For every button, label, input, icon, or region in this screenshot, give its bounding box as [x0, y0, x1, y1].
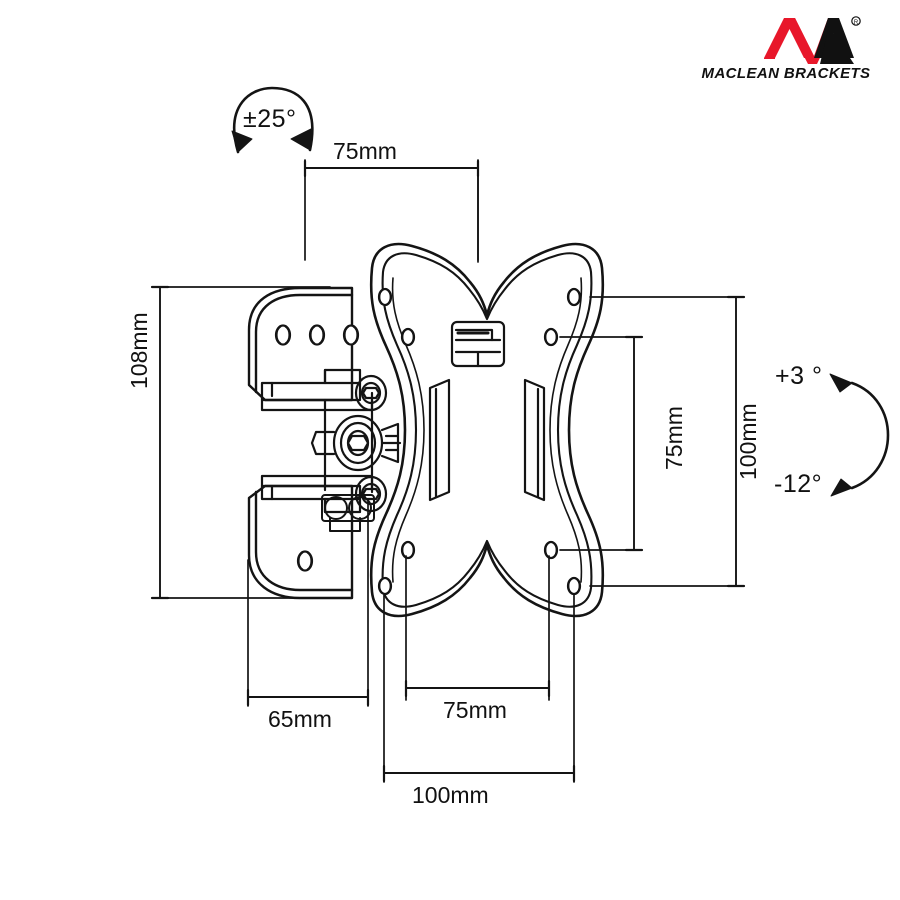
- tilt-up-angle-label: +3 °: [775, 362, 823, 390]
- swivel-angle-label: ±25°: [243, 105, 297, 133]
- dim-label-bottom-65: 65mm: [268, 706, 332, 732]
- latch-detail: [450, 320, 506, 368]
- hex-screw-lower: [354, 475, 388, 513]
- swivel-arc-icon: [231, 86, 314, 154]
- dim-label-right-100: 100mm: [735, 403, 761, 480]
- dim-label-bottom-75: 75mm: [443, 697, 507, 723]
- pivot-assembly: [260, 368, 375, 532]
- dim-label-left-108: 108mm: [126, 312, 152, 389]
- vesa-slots: [428, 378, 546, 502]
- tilt-down-angle-label: -12°: [774, 470, 823, 498]
- svg-text:MACLEAN BRACKETS: MACLEAN BRACKETS: [702, 65, 871, 82]
- svg-text:R: R: [854, 20, 859, 26]
- dim-label-bottom-100: 100mm: [412, 782, 489, 808]
- dim-bottom-65: [246, 499, 370, 707]
- dim-label-top-75: 75mm: [333, 138, 397, 164]
- wall-plate: [247, 286, 354, 600]
- maclean-brackets-logo: R MACLEAN BRACKETS: [678, 12, 894, 82]
- dim-label-right-75: 75mm: [661, 406, 687, 470]
- central-pivot-bolt: [310, 414, 402, 472]
- wall-plate-holes: [274, 324, 360, 572]
- vesa-holes-75: [400, 327, 559, 560]
- dim-bottom-100: [382, 593, 576, 783]
- dim-right-75: [559, 335, 644, 552]
- vesa-plate: [369, 242, 605, 618]
- dim-bottom-75: [404, 555, 551, 701]
- dim-right-100: [589, 295, 746, 588]
- hex-screw-upper: [354, 374, 388, 412]
- tilt-arc-icon: [829, 373, 890, 497]
- dim-left-108: [150, 285, 331, 600]
